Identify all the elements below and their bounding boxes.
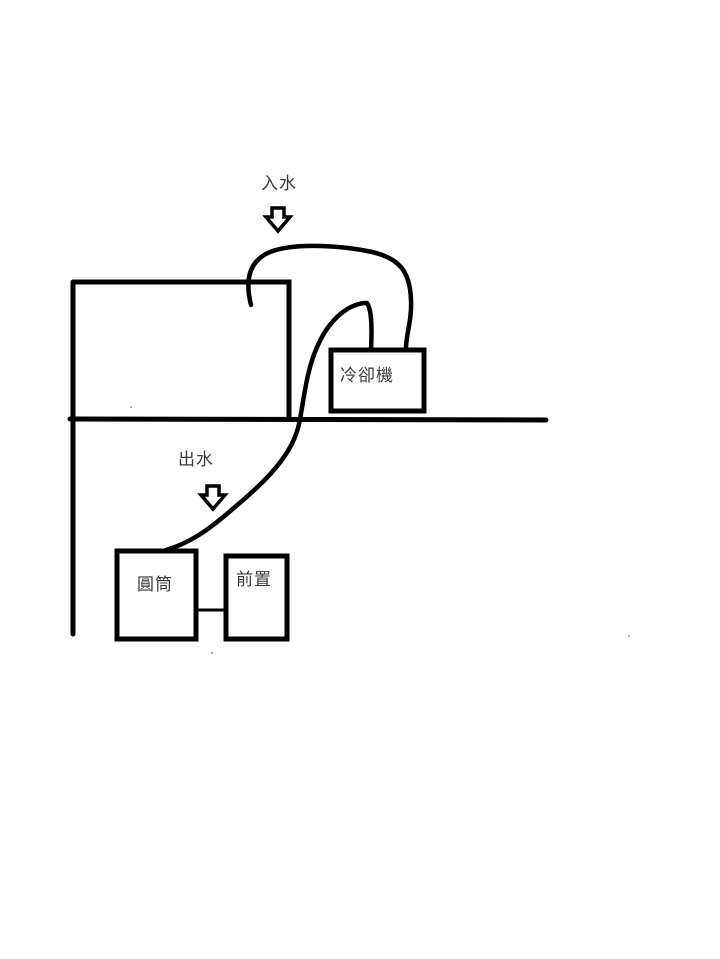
prefilter-label: 前置: [236, 570, 272, 590]
inlet-hose: [246, 243, 414, 351]
outlet-hose: [163, 300, 374, 553]
chiller-label: 冷卻機: [340, 366, 394, 386]
speck: [211, 652, 213, 654]
chiller-box: [328, 347, 427, 414]
arrow-down-icon: [262, 206, 294, 234]
canister-label: 圓筒: [137, 575, 173, 595]
arrow-down-icon: [197, 484, 229, 512]
speck: [130, 406, 132, 408]
inlet-label: 入水: [261, 174, 297, 194]
speck: [628, 635, 630, 637]
aquarium-tank: [73, 279, 292, 418]
prefilter-box: [223, 553, 290, 642]
cabinet-shelf: [67, 416, 549, 423]
outlet-label: 出水: [178, 450, 214, 470]
canister-box: [114, 548, 199, 642]
